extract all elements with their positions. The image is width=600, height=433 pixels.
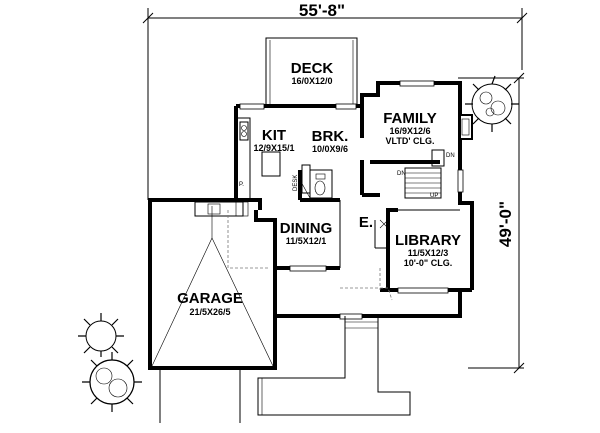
deck-outline xyxy=(265,37,358,105)
tree-top-right-icon xyxy=(465,75,519,132)
stairs-down-label-2: DN xyxy=(446,153,455,159)
stairs xyxy=(404,149,445,199)
desk xyxy=(301,164,311,194)
dining-label: DINING xyxy=(280,220,333,237)
garage-size: 21/5X26/5 xyxy=(189,307,230,317)
kit-label: KIT xyxy=(262,127,286,144)
width-dimension-line xyxy=(142,8,528,200)
dashed-roof-lines xyxy=(227,210,393,301)
depth-dimension-line xyxy=(458,72,525,374)
family-note: VLTD' CLG. xyxy=(386,136,435,146)
pantry-label: P. xyxy=(239,182,244,188)
deck-label: DECK xyxy=(291,60,334,77)
fireplace xyxy=(459,114,473,140)
stairs-down-label: DN xyxy=(397,171,406,177)
family-label: FAMILY xyxy=(383,110,437,127)
width-dimension: 55'-8" xyxy=(299,1,345,20)
front-walk xyxy=(159,316,411,423)
library-note: 10'-0" CLG. xyxy=(404,258,452,268)
garage-storage xyxy=(194,201,249,217)
brk-size: 10/0X9/6 xyxy=(312,144,348,154)
family-size: 16/9X12/6 xyxy=(389,126,430,136)
entry-label: E. xyxy=(359,214,373,231)
garage-label: GARAGE xyxy=(177,290,243,307)
shrub-left-icon xyxy=(78,313,124,357)
deck-size: 16/0X12/0 xyxy=(291,76,332,86)
kitchen-counters xyxy=(238,117,281,200)
desk-label: DESK xyxy=(293,175,299,191)
powder-room xyxy=(299,169,333,199)
dining-size: 11/5X12/1 xyxy=(286,236,327,246)
library-label: LIBRARY xyxy=(395,232,461,249)
library-size: 11/5X12/3 xyxy=(408,248,449,258)
brk-label: BRK. xyxy=(312,128,349,145)
depth-dimension: 49'-0" xyxy=(496,201,515,247)
entry-closet xyxy=(374,219,389,249)
interior-walls xyxy=(298,106,460,268)
tree-bottom-left-icon xyxy=(82,352,142,412)
kit-size: 12/9X15/1 xyxy=(253,143,294,153)
stairs-up-label: UP xyxy=(430,193,438,199)
garage-roof-lines xyxy=(151,206,274,367)
garage-walls xyxy=(148,198,277,370)
windows xyxy=(239,80,464,320)
